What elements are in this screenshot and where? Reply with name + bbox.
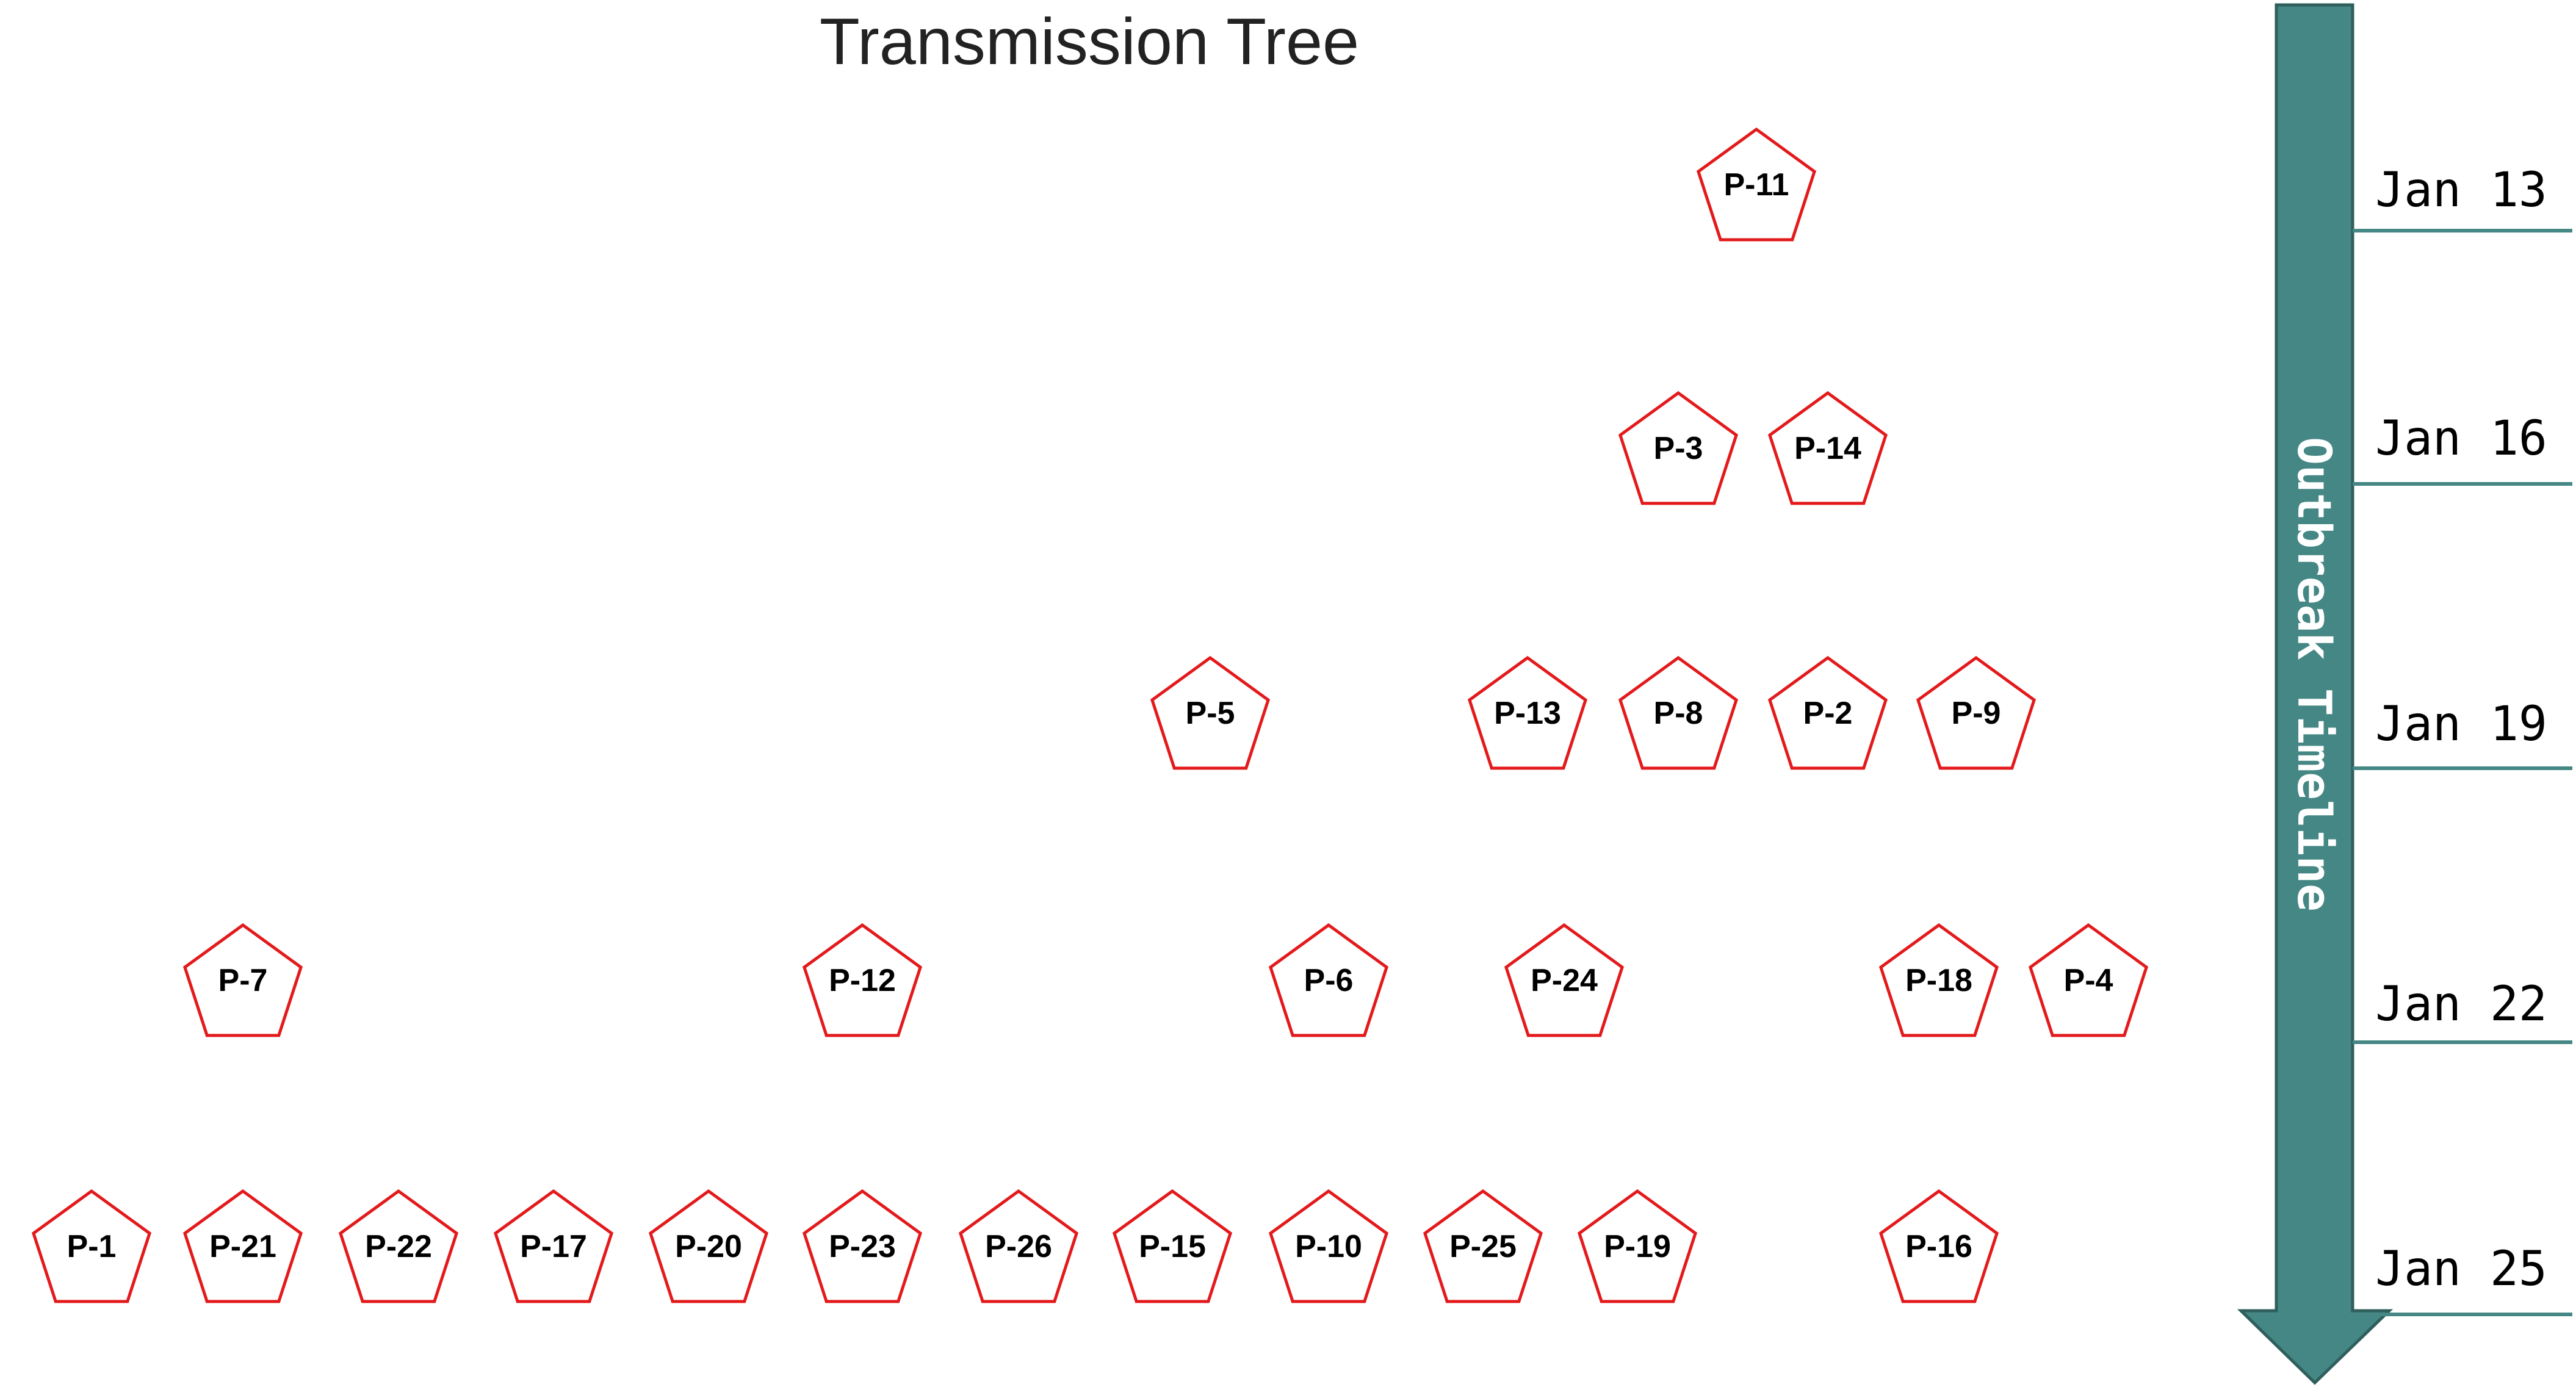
- timeline-date-label: Jan 22: [2375, 977, 2547, 1032]
- timeline-date-label: Jan 25: [2375, 1242, 2547, 1297]
- pentagon-icon: [1467, 655, 1588, 770]
- pentagon-icon: [1696, 127, 1817, 242]
- case-node: P-3: [1618, 391, 1739, 505]
- pentagon-icon: [958, 1189, 1079, 1303]
- pentagon-icon: [1112, 1189, 1233, 1303]
- timeline-ticks: Jan 13 Jan 16 Jan 19 Jan 22 Jan 25: [2353, 163, 2572, 1316]
- timeline-date-label: Jan 16: [2375, 411, 2547, 466]
- case-node-label: P-11: [1724, 167, 1789, 203]
- pentagon-icon: [1916, 655, 2037, 770]
- pentagon-icon: [182, 1189, 303, 1303]
- case-node-label: P-26: [985, 1229, 1052, 1264]
- case-node: P-9: [1916, 655, 2037, 770]
- case-node-label: P-21: [209, 1229, 276, 1264]
- pentagon-icon: [182, 923, 303, 1037]
- case-node-label: P-19: [1604, 1229, 1671, 1264]
- case-node: P-5: [1150, 655, 1271, 770]
- case-node: P-14: [1767, 391, 1888, 505]
- case-node: P-25: [1423, 1189, 1543, 1303]
- case-node-label: P-15: [1139, 1229, 1206, 1264]
- case-node-label: P-3: [1654, 431, 1703, 466]
- case-node: P-1: [31, 1189, 152, 1303]
- pentagon-icon: [493, 1189, 614, 1303]
- case-node: P-26: [958, 1189, 1079, 1303]
- diagram-title: Transmission Tree: [820, 4, 1359, 78]
- case-node-label: P-4: [2064, 963, 2113, 998]
- case-node: P-7: [182, 923, 303, 1037]
- case-node-label: P-17: [520, 1229, 587, 1264]
- case-node-label: P-14: [1794, 431, 1861, 466]
- pentagon-icon: [2028, 923, 2149, 1037]
- case-node-label: P-24: [1531, 963, 1598, 998]
- case-node-label: P-22: [365, 1229, 432, 1264]
- case-node-label: P-16: [1905, 1229, 1972, 1264]
- case-node-label: P-13: [1494, 696, 1561, 731]
- case-node-label: P-8: [1654, 696, 1703, 731]
- case-node-label: P-25: [1449, 1229, 1517, 1264]
- timeline-date-label: Jan 19: [2375, 697, 2547, 752]
- case-node-label: P-18: [1905, 963, 1972, 998]
- pentagon-icon: [1268, 1189, 1389, 1303]
- pentagon-icon: [648, 1189, 769, 1303]
- case-node-label: P-7: [218, 963, 268, 998]
- case-node-label: P-10: [1295, 1229, 1362, 1264]
- case-node-label: P-6: [1304, 963, 1354, 998]
- case-node: P-16: [1878, 1189, 1999, 1303]
- case-node: P-11: [1696, 127, 1817, 242]
- case-node-label: P-2: [1803, 696, 1853, 731]
- case-node-label: P-23: [829, 1229, 896, 1264]
- pentagon-icon: [338, 1189, 459, 1303]
- pentagon-icon: [802, 1189, 923, 1303]
- case-node: P-24: [1504, 923, 1625, 1037]
- case-node: P-13: [1467, 655, 1588, 770]
- pentagon-icon: [1878, 923, 1999, 1037]
- pentagon-icon: [1767, 655, 1888, 770]
- timeline-label: Outbreak Timeline: [2287, 437, 2342, 912]
- pentagon-icon: [1423, 1189, 1543, 1303]
- pentagon-icon: [31, 1189, 152, 1303]
- case-node-label: P-12: [829, 963, 896, 998]
- case-node: P-19: [1577, 1189, 1698, 1303]
- case-node: P-6: [1268, 923, 1389, 1037]
- case-node: P-10: [1268, 1189, 1389, 1303]
- pentagon-icon: [1268, 923, 1389, 1037]
- case-node: P-15: [1112, 1189, 1233, 1303]
- pentagon-icon: [1150, 655, 1271, 770]
- case-node: P-22: [338, 1189, 459, 1303]
- case-node: P-21: [182, 1189, 303, 1303]
- pentagon-icon: [1767, 391, 1888, 505]
- pentagon-icon: [1504, 923, 1625, 1037]
- case-node-label: P-20: [675, 1229, 742, 1264]
- case-node-label: P-1: [67, 1229, 117, 1264]
- pentagon-icon: [1618, 655, 1739, 770]
- timeline-date-label: Jan 13: [2375, 163, 2547, 218]
- case-node: P-17: [493, 1189, 614, 1303]
- case-node: P-8: [1618, 655, 1739, 770]
- case-node: P-2: [1767, 655, 1888, 770]
- case-node: P-18: [1878, 923, 1999, 1037]
- case-node-label: P-5: [1186, 696, 1235, 731]
- case-node-label: P-9: [1952, 696, 2001, 731]
- case-node: P-20: [648, 1189, 769, 1303]
- case-node: P-4: [2028, 923, 2149, 1037]
- case-node: P-23: [802, 1189, 923, 1303]
- pentagon-icon: [1618, 391, 1739, 505]
- pentagon-icon: [1577, 1189, 1698, 1303]
- case-node: P-12: [802, 923, 923, 1037]
- timeline-arrow: [2237, 3, 2394, 1385]
- pentagon-icon: [1878, 1189, 1999, 1303]
- pentagon-icon: [802, 923, 923, 1037]
